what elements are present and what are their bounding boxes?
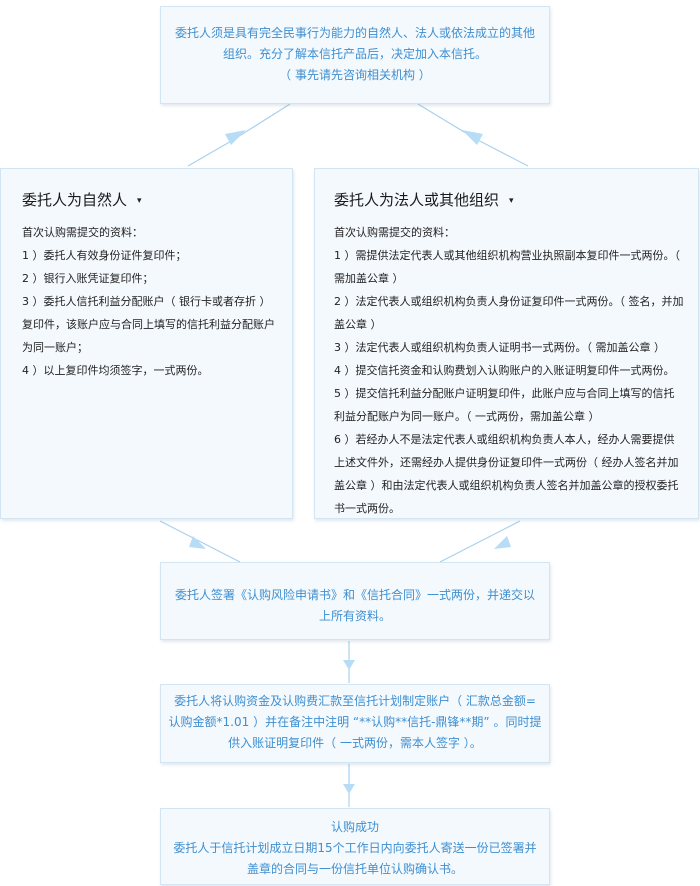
list-item: 4 ）以上复印件均须签字，一式两份。 xyxy=(22,364,209,377)
caret-down-icon[interactable]: ▾ xyxy=(509,196,514,206)
arrow-org-to-sign xyxy=(439,520,521,563)
legal-entity-requirements: 1 ）需提供法定代表人或其他组织机构营业执照副本复印件一式两份。（ 需加盖公章 … xyxy=(334,244,698,520)
legal-entity-subtitle: 首次认购需提交的资料： xyxy=(334,226,455,239)
list-item: 1 ）委托人有效身份证件复印件； xyxy=(22,249,187,262)
caret-down-icon[interactable]: ▾ xyxy=(137,196,142,206)
intro-line-2: 组织。充分了解本信托产品后，决定加入本信托。 xyxy=(222,47,487,61)
list-item: 1 ）需提供法定代表人或其他组织机构营业执照副本复印件一式两份。（ 需加盖公章 … xyxy=(334,249,680,285)
success-step-line-1: 委托人于信托计划成立日期15个工作日内向委托人寄送一份已签署并 xyxy=(173,841,537,855)
payment-step-box: 委托人将认购资金及认购费汇款至信托计划制定账户（ 汇款总金额= 认购金额*1.0… xyxy=(160,684,550,763)
payment-step-line-1: 委托人将认购资金及认购费汇款至信托计划制定账户（ 汇款总金额= xyxy=(174,694,536,708)
list-item: 4 ）提交信托资金和认购费划入认购账户的入账证明复印件一式两份。 xyxy=(334,364,675,377)
intro-line-3: （ 事先请先咨询相关机构 ） xyxy=(279,68,431,82)
list-item: 3 ）委托人信托利益分配账户（ 银行卡或者存折 ）复印件，该账户应与合同上填写的… xyxy=(22,295,275,354)
natural-person-title-text: 委托人为自然人 xyxy=(22,191,128,209)
list-item: 6 ）若经办人不是法定代表人或组织机构负责人本人，经办人需要提供上述文件外，还需… xyxy=(334,433,679,515)
arrow-sign-to-pay xyxy=(343,641,355,683)
sign-step-line-1: 委托人签署《认购风险申请书》和《信托合同》一式两份，并递交以 xyxy=(174,588,535,602)
list-item: 5 ）提交信托利益分配账户证明复印件，此账户应与合同上填写的信托利益分配账户为同… xyxy=(334,387,675,423)
natural-person-title[interactable]: 委托人为自然人 ▾ xyxy=(22,190,292,211)
success-step-box: 认购成功 委托人于信托计划成立日期15个工作日内向委托人寄送一份已签署并 盖章的… xyxy=(160,808,550,885)
intro-box: 委托人须是具有完全民事行为能力的自然人、法人或依法成立的其他 组织。充分了解本信… xyxy=(160,6,550,104)
list-item: 2 ）法定代表人或组织机构负责人身份证复印件一式两份。（ 签名，并加盖公章 ） xyxy=(334,295,684,331)
success-step-line-2: 盖章的合同与一份信托单位认购确认书。 xyxy=(246,862,463,876)
arrow-intro-to-org xyxy=(417,103,529,167)
natural-person-requirements: 1 ）委托人有效身份证件复印件； 2 ）银行入账凭证复印件； 3 ）委托人信托利… xyxy=(22,244,292,382)
natural-person-subtitle: 首次认购需提交的资料： xyxy=(22,226,143,239)
arrow-pay-to-success xyxy=(343,764,355,807)
payment-step-line-2: 认购金额*1.01 ）并在备注中注明 “**认购**信托-鼎锋**期” 。同时提 xyxy=(168,715,542,729)
arrow-person-to-sign xyxy=(159,520,241,563)
arrow-intro-to-person xyxy=(187,103,291,167)
intro-line-1: 委托人须是具有完全民事行为能力的自然人、法人或依法成立的其他 xyxy=(174,26,535,40)
list-item: 2 ）银行入账凭证复印件； xyxy=(22,272,154,285)
sign-step-box: 委托人签署《认购风险申请书》和《信托合同》一式两份，并递交以 上所有资料。 xyxy=(160,562,550,640)
legal-entity-title[interactable]: 委托人为法人或其他组织 ▾ xyxy=(334,190,698,211)
success-step-title: 认购成功 xyxy=(330,820,379,834)
legal-entity-title-text: 委托人为法人或其他组织 xyxy=(334,191,500,209)
natural-person-box: 委托人为自然人 ▾ 首次认购需提交的资料： 1 ）委托人有效身份证件复印件； 2 … xyxy=(0,168,293,519)
legal-entity-box: 委托人为法人或其他组织 ▾ 首次认购需提交的资料： 1 ）需提供法定代表人或其他组… xyxy=(314,168,699,519)
payment-step-line-3: 供入账证明复印件（ 一式两份，需本人签字 ）。 xyxy=(228,736,482,750)
sign-step-line-2: 上所有资料。 xyxy=(318,609,391,623)
list-item: 3 ）法定代表人或组织机构负责人证明书一式两份。（ 需加盖公章 ） xyxy=(334,341,665,354)
